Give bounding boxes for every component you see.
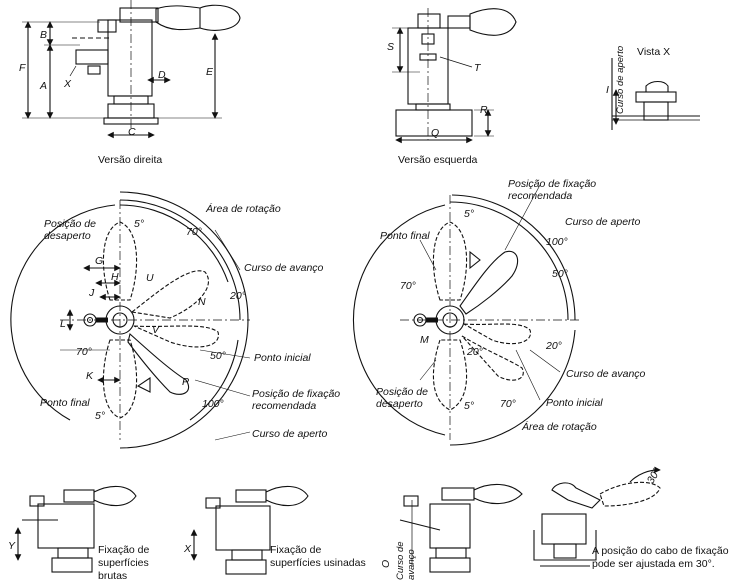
- right-angle-70-bottom: 70°: [500, 398, 516, 410]
- left-rotation-area: Área de rotação: [206, 203, 281, 215]
- bottom-rough-surface-view: [14, 485, 137, 573]
- dim-i: I: [606, 84, 609, 96]
- right-feed-stroke: Curso de avanço: [566, 368, 646, 380]
- dim-d: D: [158, 69, 166, 81]
- dim-l: L: [60, 318, 66, 330]
- right-angle-20-inner: 20°: [467, 346, 483, 358]
- left-feed-stroke: Curso de avanço: [244, 262, 324, 274]
- caption-rough-surfaces: Fixação de superfícies brutas: [98, 544, 150, 583]
- dim-k: K: [86, 370, 94, 382]
- dim-b: B: [40, 29, 48, 41]
- right-angle-5-bottom: 5°: [464, 400, 475, 412]
- left-release-position: Posição de desaperto: [44, 218, 96, 243]
- right-release-position: Posição de desaperto: [376, 386, 428, 411]
- right-rotation-diagram: [352, 184, 580, 446]
- right-angle-100: 100°: [546, 236, 568, 248]
- dim-x: X: [64, 78, 72, 90]
- left-angle-70-low: 70°: [76, 346, 92, 358]
- dim-v: V: [152, 324, 160, 336]
- left-start-point: Ponto inicial: [254, 352, 311, 364]
- dim-o: O: [380, 559, 392, 568]
- dim-u: U: [146, 272, 154, 284]
- dim-p: P: [182, 376, 190, 388]
- dim-e: E: [206, 66, 214, 78]
- left-angle-5-bottom: 5°: [95, 410, 106, 422]
- right-angle-5-top: 5°: [464, 208, 475, 220]
- left-angle-70: 70°: [186, 226, 202, 238]
- right-angle-20-outer: 20°: [546, 340, 562, 352]
- bottom-machined-surface-view: [190, 485, 309, 575]
- dim-y: Y: [8, 540, 16, 552]
- dim-a: A: [40, 80, 48, 92]
- right-recommended-position: Posição de fixação recomendada: [508, 178, 597, 203]
- bottom-handle-adjust-view: [533, 466, 661, 567]
- left-rotation-diagram: [10, 191, 251, 449]
- right-angle-50: 50°: [552, 268, 568, 280]
- caption-left-version: Versão esquerda: [398, 154, 478, 166]
- dim-s: S: [387, 41, 395, 53]
- dim-q: Q: [431, 127, 440, 139]
- left-angle-20: 20°: [230, 290, 246, 302]
- dim-c: C: [128, 126, 136, 138]
- caption-view-x: Vista X: [637, 46, 671, 58]
- bottom-feed-stroke: Curso de avanço: [395, 541, 417, 580]
- view-x-detail: [611, 58, 700, 130]
- left-angle-100: 100°: [202, 398, 224, 410]
- right-clamp-stroke: Curso de aperto: [565, 216, 641, 228]
- dim-x-bottom: X: [184, 543, 192, 555]
- right-rotation-area: Área de rotação: [522, 421, 597, 433]
- dim-h: H: [111, 271, 119, 283]
- left-version-side-view: [392, 8, 517, 144]
- caption-handle-adjust: A posição do cabo de fixação pode ser aj…: [592, 545, 729, 571]
- view-x-clamp-stroke: Curso de aperto: [615, 45, 626, 114]
- dim-f: F: [19, 62, 26, 74]
- left-angle-5-top: 5°: [134, 218, 145, 230]
- left-clamp-stroke: Curso de aperto: [252, 428, 328, 440]
- right-version-side-view: [22, 0, 241, 139]
- dim-r: R: [480, 104, 488, 116]
- left-recommended-position: Posição de fixação recomendada: [252, 388, 341, 413]
- dim-j: J: [89, 287, 95, 299]
- caption-right-version: Versão direita: [98, 154, 163, 166]
- dim-g: G: [95, 255, 104, 267]
- left-angle-50: 50°: [210, 350, 226, 362]
- dim-t: T: [474, 62, 481, 74]
- caption-machined-surfaces: Fixação de superfícies usinadas: [270, 544, 366, 570]
- dim-n: N: [198, 296, 206, 308]
- right-end-point: Ponto final: [380, 230, 430, 242]
- left-end-point: Ponto final: [40, 397, 90, 409]
- right-angle-70-left: 70°: [400, 280, 416, 292]
- bottom-feed-stroke-view: [399, 483, 523, 573]
- dim-m: M: [420, 334, 429, 346]
- right-start-point: Ponto inicial: [546, 397, 603, 409]
